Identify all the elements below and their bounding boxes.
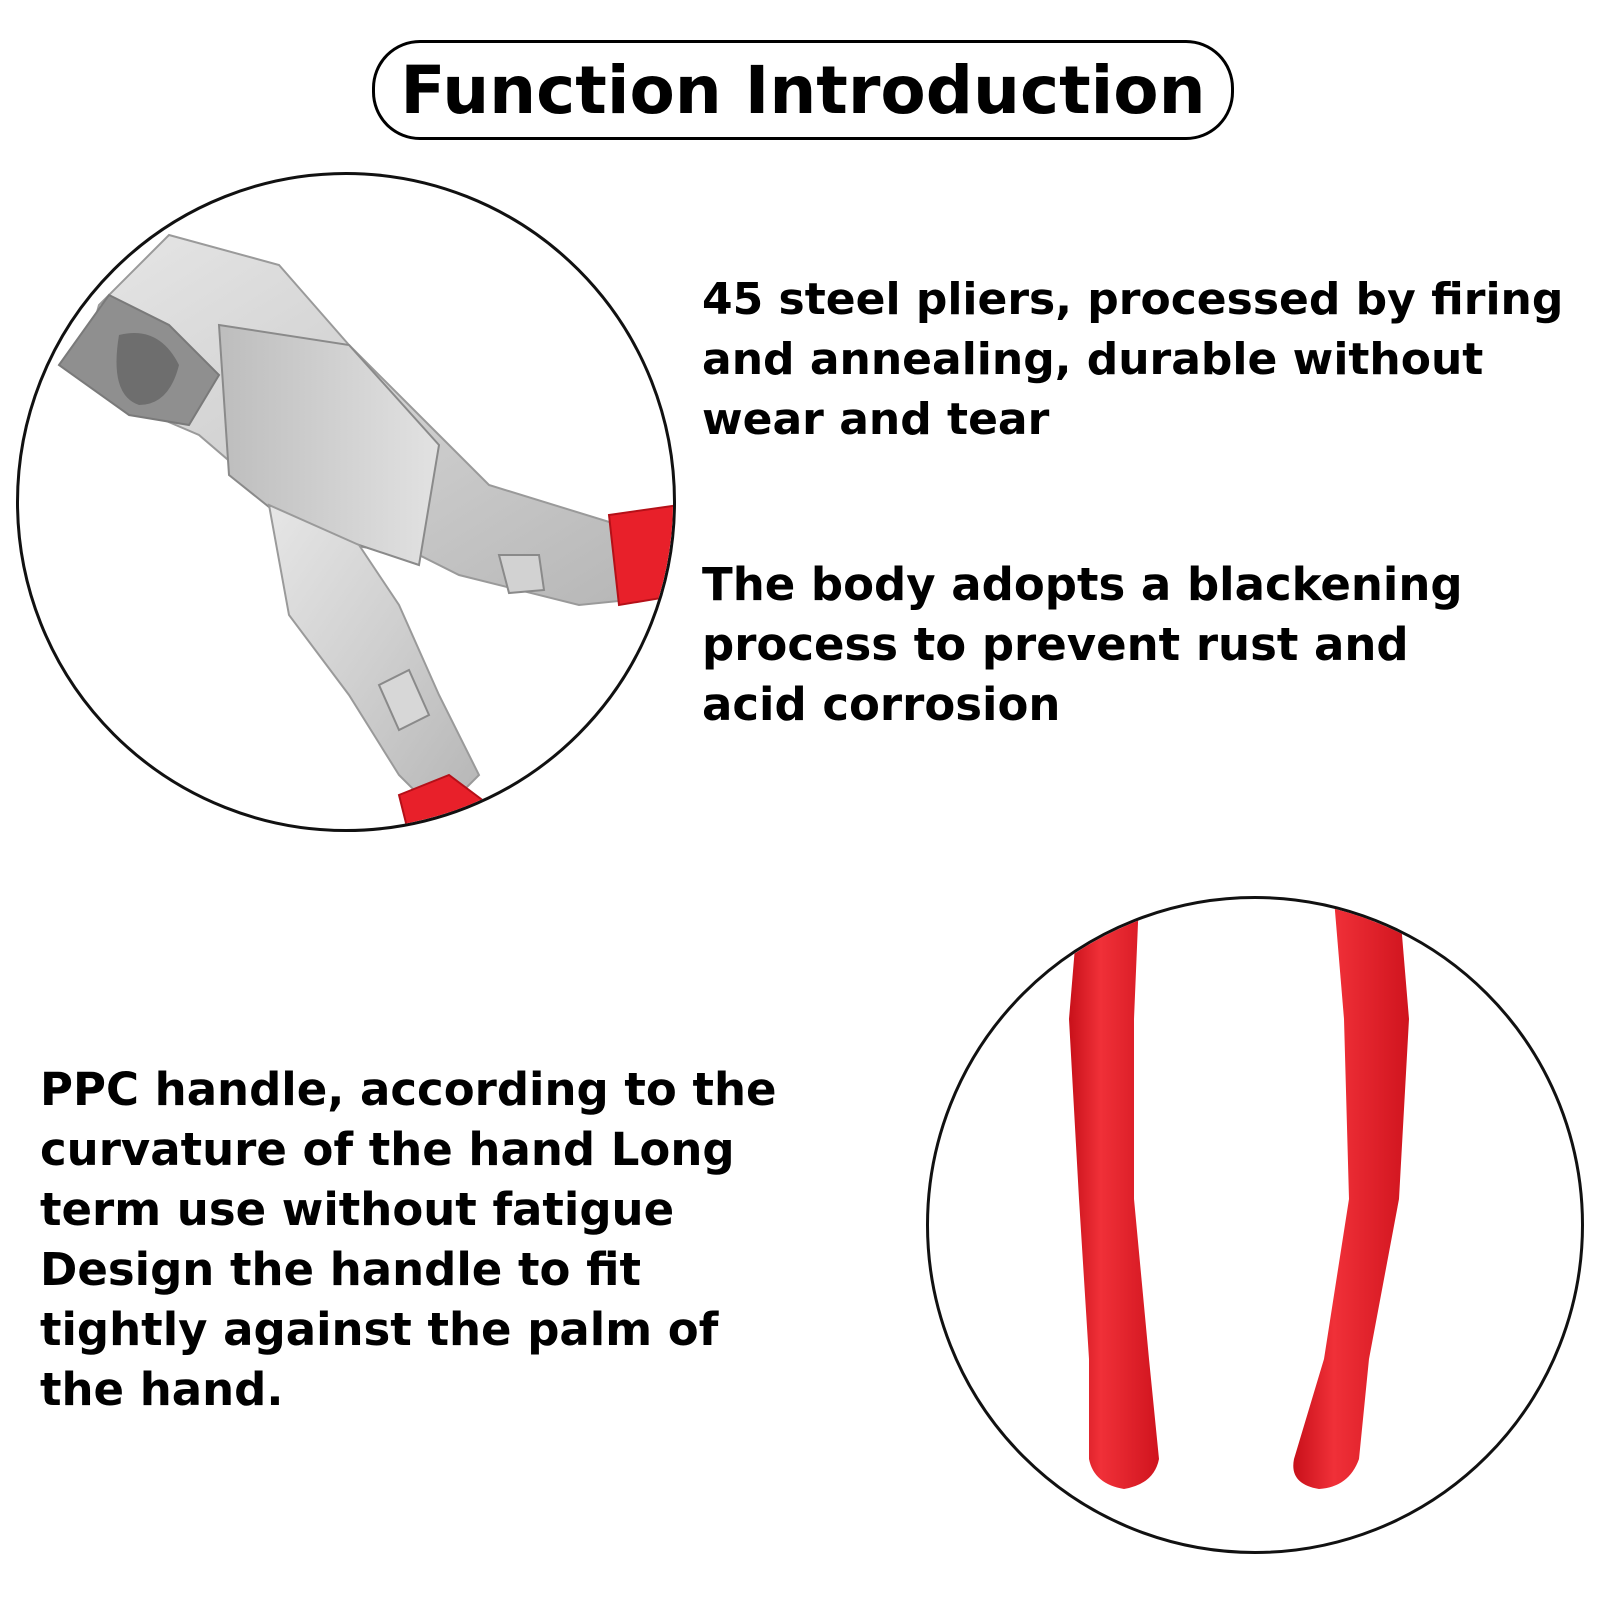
pliers-head-image: [16, 172, 676, 832]
page-title: Function Introduction: [400, 51, 1206, 129]
title-banner: Function Introduction: [372, 40, 1234, 140]
pliers-handles-illustration: [1069, 899, 1409, 1489]
pliers-head-illustration: [57, 233, 673, 829]
feature-text-handle: PPC handle, according to the curvature o…: [40, 1063, 777, 1416]
feature-text-blackening: The body adopts a blackening process to …: [702, 558, 1463, 731]
feature-text-steel: 45 steel pliers, processed by firing and…: [702, 274, 1564, 445]
pliers-handle-image: [926, 896, 1584, 1554]
